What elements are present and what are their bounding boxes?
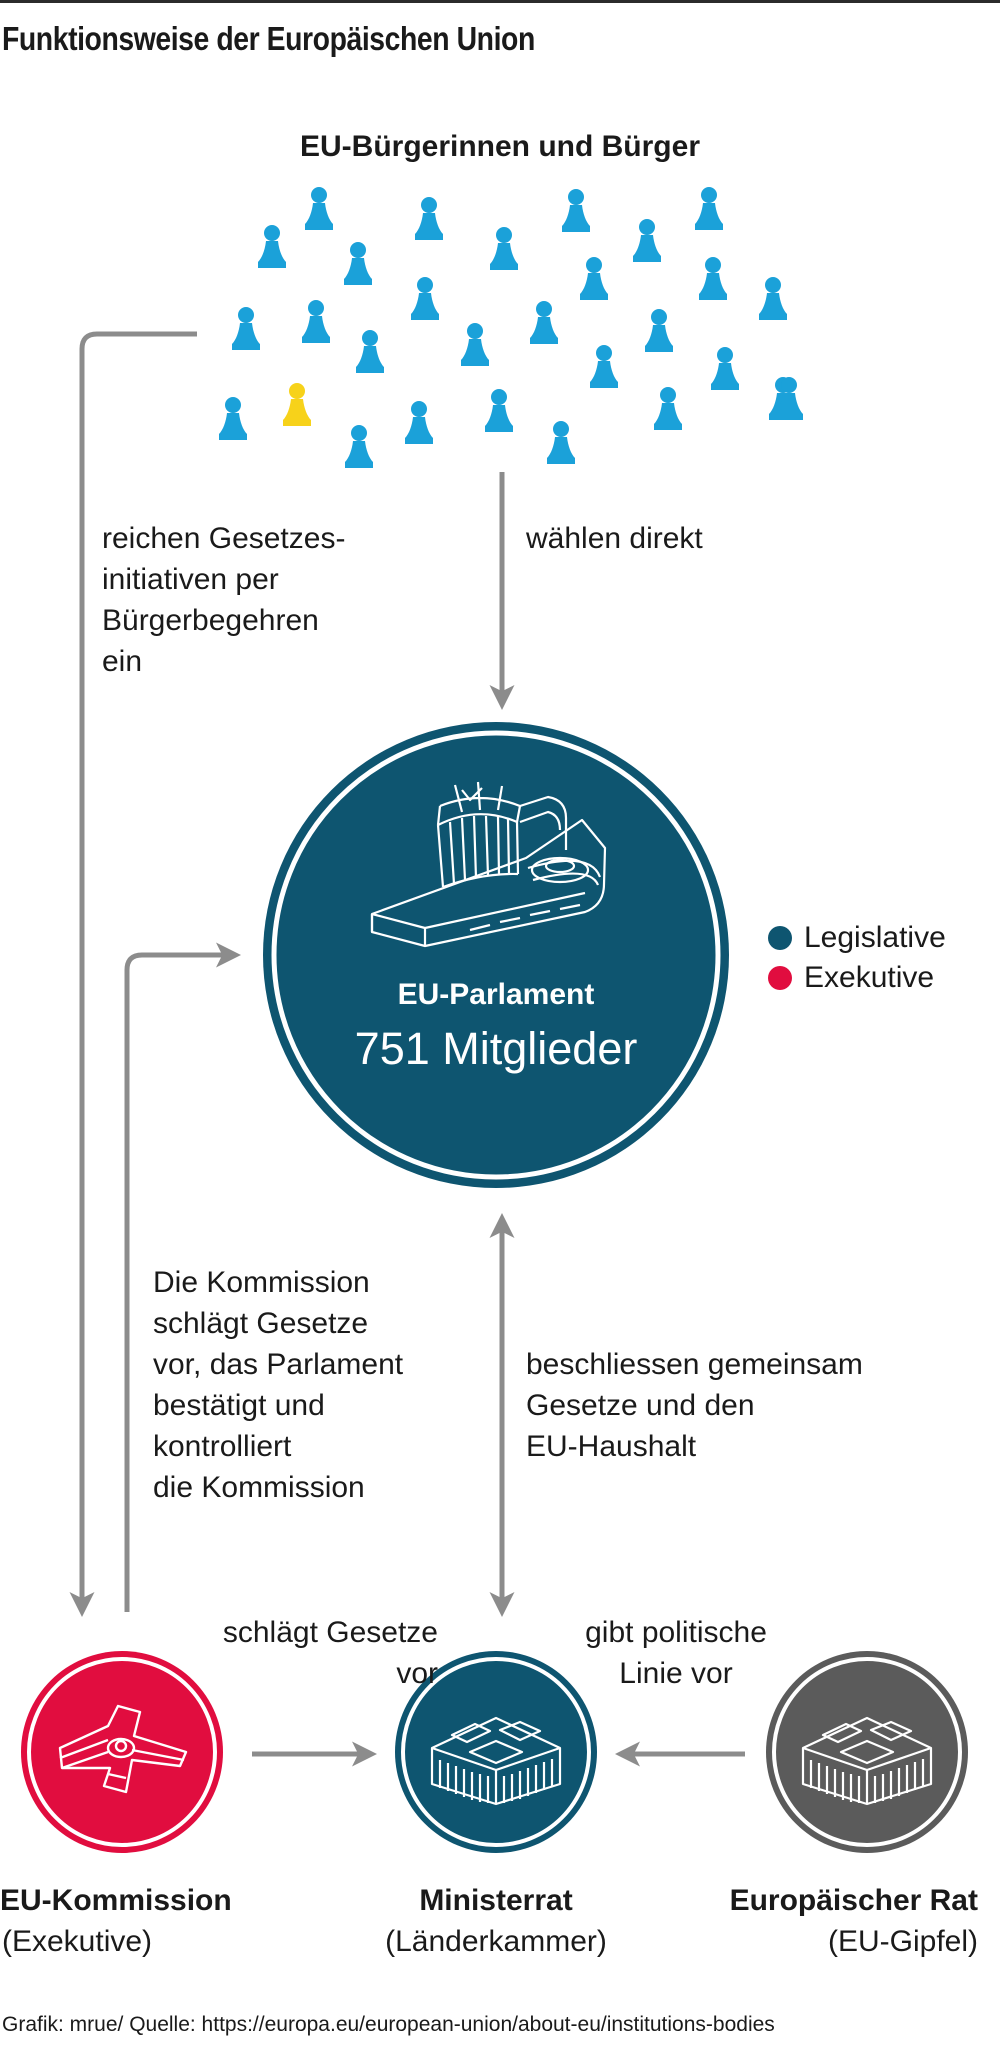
political-line-label: gibt politische Linie vor [585, 1616, 767, 1690]
citizen-figure [302, 300, 330, 343]
legend-dot [768, 966, 792, 990]
legend-dot [768, 926, 792, 950]
citizen-figure [219, 397, 247, 440]
citizen-figure [695, 187, 723, 230]
council-building-icon [430, 1716, 562, 1806]
commission-circle [21, 1651, 223, 1853]
elect-label: wählen direkt [526, 522, 703, 555]
citizen-figure [490, 227, 518, 270]
page-title: Funktionsweise der Europäischen Union [2, 20, 535, 57]
citizen-figure [461, 323, 489, 366]
citizen-figure [759, 277, 787, 320]
citizen-figure [699, 257, 727, 300]
source-credit: Grafik: mrue/ Quelle: https://europa.eu/… [2, 2013, 775, 2036]
citizen-figure [633, 219, 661, 262]
citizen-figure [232, 307, 260, 350]
connector-arrows [69, 331, 745, 1767]
citizen-figure [258, 225, 286, 268]
commission-building-icon [58, 1704, 188, 1794]
european-council-subtitle: (EU-Gipfel) [827, 1925, 978, 1958]
legend: Legislative Exekutive [768, 918, 946, 998]
citizen-figure [405, 401, 433, 444]
commission-proposes-label: Die Kommission schlägt Gesetze vor, das … [153, 1266, 404, 1504]
citizen-figure [305, 187, 333, 230]
parliament-name: EU-Parlament [397, 978, 595, 1011]
european-council-circle [766, 1651, 968, 1853]
commission-subtitle: (Exekutive) [2, 1925, 153, 1958]
decide-together-label: beschliessen gemeinsam Gesetze und den E… [526, 1348, 863, 1463]
initiative-label: reichen Gesetzes- initiativen per Bürger… [102, 522, 346, 678]
parliament-circle [263, 722, 729, 1188]
citizen-figure [711, 347, 739, 390]
citizen-figure [547, 421, 575, 464]
council-name: Ministerrat [419, 1884, 573, 1917]
citizen-figure [356, 330, 384, 373]
citizen-figure [530, 301, 558, 344]
citizen-figure [485, 389, 513, 432]
parliament-members: 751 Mitglieder [354, 1023, 638, 1074]
arrow-commission-to-parliament [124, 942, 241, 1612]
citizen-figure [654, 387, 682, 430]
european-council-building-icon [801, 1716, 933, 1806]
arrow-citizens-to-commission [69, 331, 197, 1617]
european-council-name: Europäischer Rat [729, 1884, 978, 1917]
council-circle [395, 1651, 597, 1853]
citizen-figure [345, 425, 373, 468]
legend-item-legislative: Legislative [768, 918, 946, 958]
citizen-figure [580, 257, 608, 300]
commission-name: EU-Kommission [0, 1884, 232, 1917]
citizen-figure [645, 309, 673, 352]
council-subtitle: (Länderkammer) [385, 1925, 607, 1958]
parliament-building-icon [370, 781, 607, 948]
legend-label: Exekutive [804, 961, 935, 994]
highlighted-citizen-figure [283, 383, 311, 426]
legend-label: Legislative [804, 921, 946, 954]
proposes-laws-label: schlägt Gesetze vor [222, 1616, 438, 1690]
citizen-figure [415, 197, 443, 240]
citizen-figure [411, 277, 439, 320]
citizen-figure [344, 242, 372, 285]
citizen-figure [590, 345, 618, 388]
citizens-label: EU-Bürgerinnen und Bürger [299, 130, 700, 163]
legend-item-executive: Exekutive [768, 958, 946, 998]
citizen-figure [562, 189, 590, 232]
top-rule [0, 0, 1000, 3]
